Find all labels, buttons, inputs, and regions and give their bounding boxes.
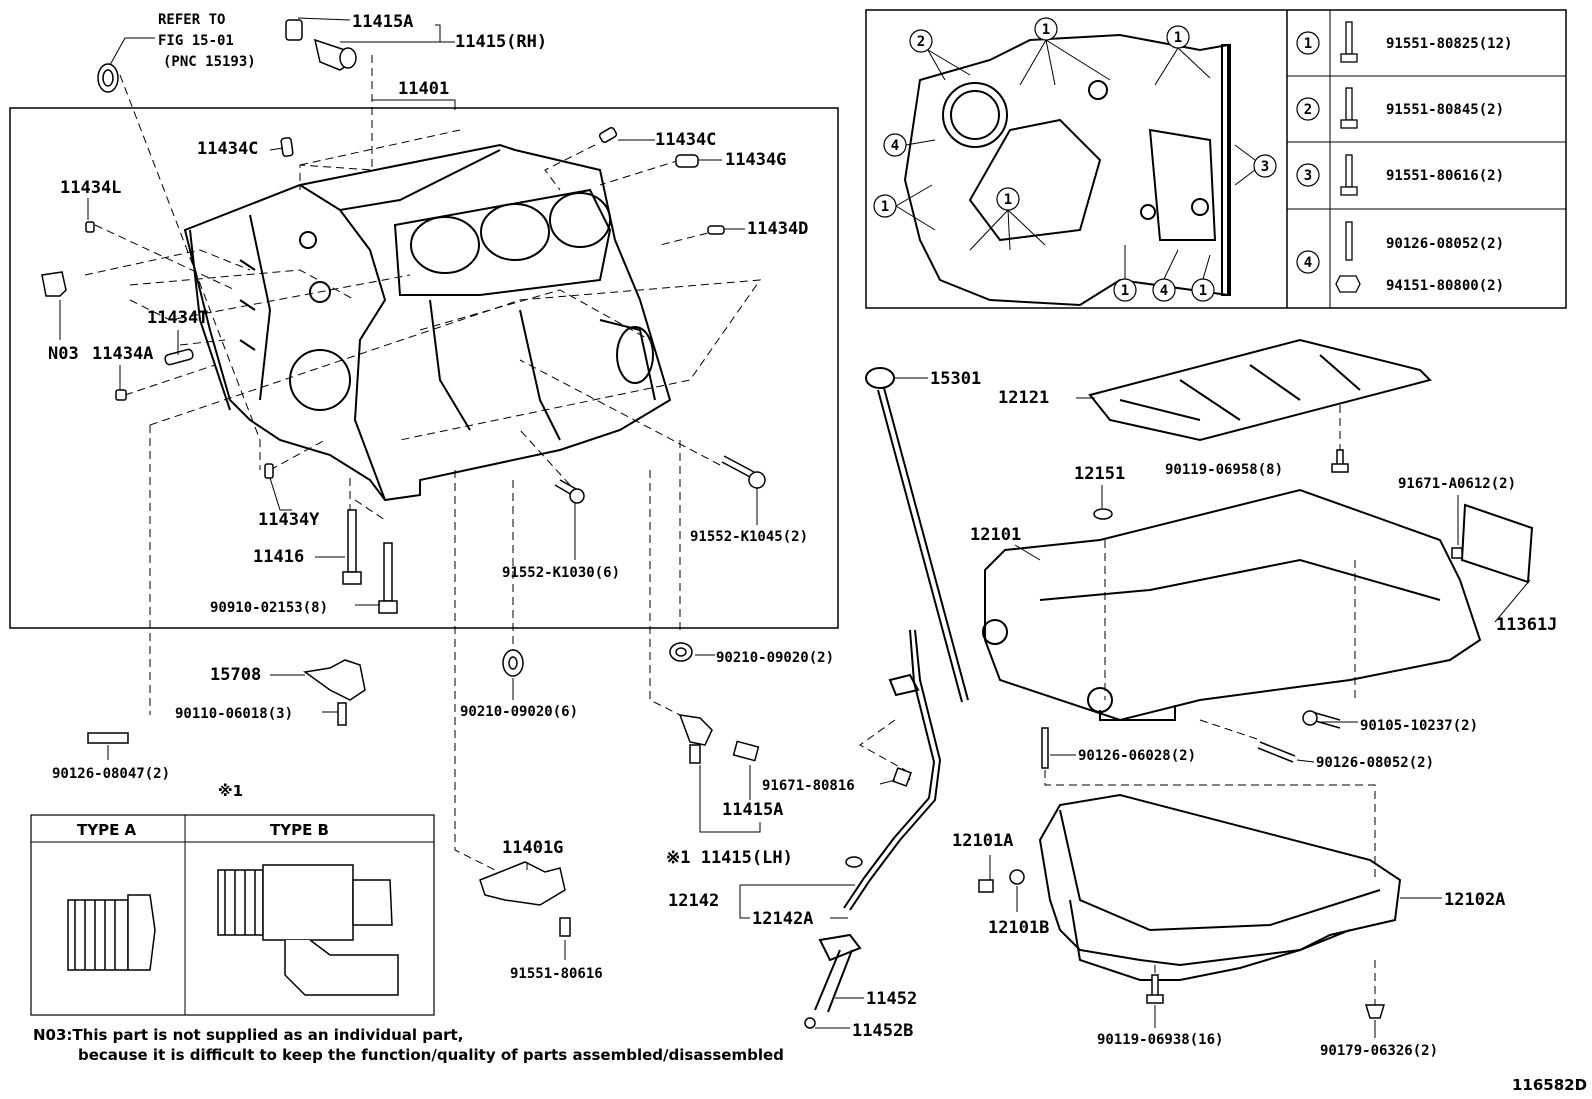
dowel-pins	[41, 127, 725, 479]
note-line1: N03:This part is not supplied as an indi…	[33, 1026, 463, 1044]
block-bolts	[342, 455, 766, 614]
label-11401: 11401	[398, 79, 449, 99]
diagram-id: 116582D	[1512, 1076, 1587, 1094]
callout-4: 4	[891, 138, 899, 154]
callout-1: 1	[1121, 283, 1129, 299]
label-11415A-top: 11415A	[352, 12, 413, 32]
label-90119-06958: 90119-06958(8)	[1165, 462, 1283, 478]
label-90105: 90105-10237(2)	[1360, 718, 1478, 734]
pan-leader-lines	[859, 405, 1376, 1005]
label-90210-2: 90210-09020(2)	[716, 650, 834, 666]
callout-4: 4	[1160, 283, 1168, 299]
label-91551-80616: 91551-80616	[510, 966, 603, 982]
label-11415LH: ※1 11415(LH)	[666, 848, 793, 868]
bolt-part-4a: 90126-08052(2)	[1386, 236, 1504, 252]
label-15708: 15708	[210, 665, 261, 685]
cylinder-block-frame	[9, 107, 839, 629]
refer-line2: FIG 15-01	[158, 33, 234, 49]
label-15301: 15301	[930, 369, 981, 389]
label-12151: 12151	[1074, 464, 1125, 484]
bolt-part-3: 91551-80616(2)	[1386, 168, 1504, 184]
refer-line3: (PNC 15193)	[163, 54, 256, 70]
block-leader-lines	[84, 55, 762, 871]
label-91671-A0612: 91671-A0612(2)	[1398, 476, 1516, 492]
bolt-part-1: 91551-80825(12)	[1386, 36, 1512, 52]
label-11415RH: 11415(RH)	[455, 32, 547, 52]
type-a-label: TYPE A	[77, 821, 137, 839]
row-num-2: 2	[1304, 102, 1312, 118]
row-num-1: 1	[1304, 36, 1312, 52]
label-N03: N03	[48, 344, 79, 364]
type-b-drawing	[217, 864, 399, 996]
label-11434L: 11434L	[60, 178, 121, 198]
label-11416: 11416	[253, 547, 304, 567]
bolt-part-2: 91551-80845(2)	[1386, 102, 1504, 118]
label-11434T: 11434T	[147, 308, 208, 328]
bolt-location-panel: 2 1 1 4 1 1 3 1 4 1 1 2 3 4	[865, 9, 1567, 309]
callout-3: 3	[1261, 159, 1269, 175]
top-fittings	[97, 19, 357, 93]
label-12101A: 12101A	[952, 831, 1013, 851]
label-11434D: 11434D	[747, 219, 808, 239]
label-11415A-lower: 11415A	[722, 800, 783, 820]
label-12101B: 12101B	[988, 918, 1049, 938]
label-11434C-left: 11434C	[197, 139, 258, 159]
label-90119-06938: 90119-06938(16)	[1097, 1032, 1223, 1048]
label-11434A: 11434A	[92, 344, 153, 364]
label-12101: 12101	[970, 525, 1021, 545]
label-90126-08047: 90126-08047(2)	[52, 766, 170, 782]
label-11434Y: 11434Y	[258, 510, 320, 530]
callout-1: 1	[1042, 22, 1050, 38]
label-90179: 90179-06326(2)	[1320, 1043, 1438, 1059]
type-mark: ※1	[218, 782, 243, 800]
label-leaders	[59, 17, 1531, 1038]
label-11452B: 11452B	[852, 1021, 913, 1041]
oil-pan-drawings	[814, 338, 1534, 1013]
note-line2: because it is difficult to keep the func…	[78, 1046, 784, 1064]
bolt-part-4b: 94151-80800(2)	[1386, 278, 1504, 294]
callout-1: 1	[1004, 192, 1012, 208]
misc-parts-drawings	[87, 642, 912, 937]
cylinder-block-drawing	[183, 143, 672, 502]
label-12102A: 12102A	[1444, 890, 1505, 910]
refer-line1: REFER TO	[158, 12, 225, 28]
callout-1: 1	[1174, 30, 1182, 46]
label-91552-K1045: 91552-K1045(2)	[690, 529, 808, 545]
label-12142A: 12142A	[752, 909, 813, 929]
type-a-drawing	[67, 894, 156, 971]
row-num-4: 4	[1304, 255, 1312, 271]
pan-bolts	[804, 449, 1463, 1029]
label-90126-06028: 90126-06028(2)	[1078, 748, 1196, 764]
label-91552-K1030: 91552-K1030(6)	[502, 565, 620, 581]
label-90910: 90910-02153(8)	[210, 600, 328, 616]
label-91671-80816: 91671-80816	[762, 778, 855, 794]
label-12142: 12142	[668, 891, 719, 911]
label-11434C-right: 11434C	[655, 130, 716, 150]
type-table	[30, 814, 435, 1016]
label-90126-08052: 90126-08052(2)	[1316, 755, 1434, 771]
row-num-3: 3	[1304, 168, 1312, 184]
label-90110: 90110-06018(3)	[175, 706, 293, 722]
callout-1: 1	[881, 199, 889, 215]
label-11401G: 11401G	[502, 838, 563, 858]
callout-1: 1	[1199, 283, 1207, 299]
label-90210-6: 90210-09020(6)	[460, 704, 578, 720]
label-11361J: 11361J	[1496, 615, 1557, 635]
label-11452: 11452	[866, 989, 917, 1009]
callout-2: 2	[917, 34, 925, 50]
label-12121: 12121	[998, 388, 1049, 408]
type-b-label: TYPE B	[270, 821, 329, 839]
label-11434G: 11434G	[725, 150, 786, 170]
